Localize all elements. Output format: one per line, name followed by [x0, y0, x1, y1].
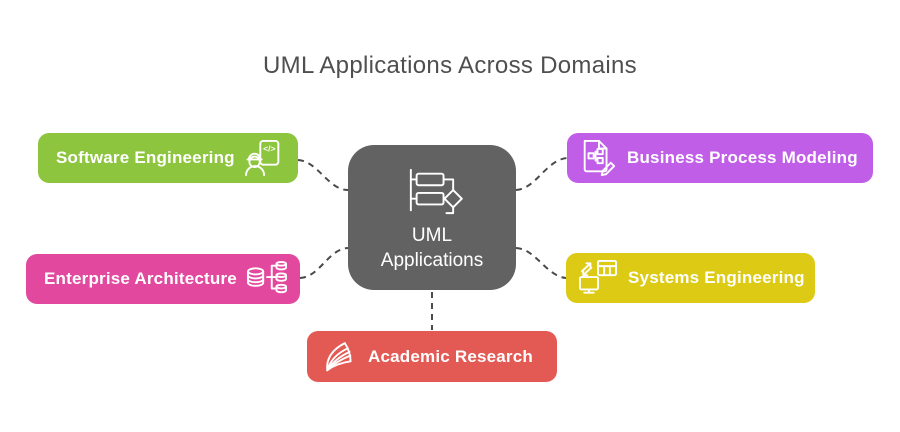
node-label: Enterprise Architecture [44, 269, 237, 288]
node-uml-applications: UML Applications [348, 145, 516, 290]
node-software-engineering: Software Engineering </> [38, 133, 298, 183]
node-academic-research: Academic Research [307, 331, 557, 382]
node-label: Systems Engineering [628, 268, 805, 287]
node-business-process-modeling: Business Process Modeling [567, 133, 873, 183]
engineer-icon: </> [245, 139, 280, 177]
connector-software-engineering [297, 159, 349, 191]
node-enterprise-architecture: Enterprise Architecture [26, 254, 300, 304]
node-systems-engineering: Systems Engineering [566, 253, 815, 303]
activity-diagram-icon [409, 168, 463, 215]
svg-text:</>: </> [263, 143, 275, 153]
system-sync-icon [578, 259, 617, 294]
connector-business-process-modeling [515, 157, 568, 191]
center-node-label-line2: Applications [380, 250, 484, 271]
node-label: Business Process Modeling [627, 148, 858, 167]
center-node-label-line1: UML [411, 225, 453, 246]
process-document-icon [583, 139, 616, 177]
node-label: Software Engineering [56, 148, 235, 167]
node-label: Academic Research [368, 346, 533, 366]
page-title: UML Applications Across Domains [263, 52, 637, 79]
connector-enterprise-architecture [299, 247, 349, 279]
connector-systems-engineering [515, 247, 567, 279]
open-book-icon [326, 341, 352, 371]
center-node-label: UML Applications [381, 223, 483, 273]
database-architecture-icon [247, 261, 287, 294]
